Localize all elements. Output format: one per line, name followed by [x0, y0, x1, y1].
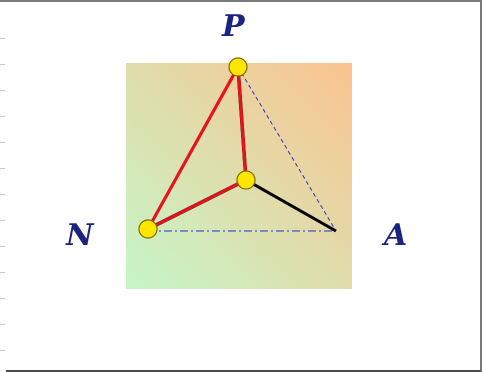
dashed-edge-top-right	[237, 66, 337, 232]
node-left[interactable]	[138, 219, 158, 239]
left-ruler	[0, 4, 6, 372]
node-top[interactable]	[228, 57, 248, 77]
label-left-vertex: N	[66, 218, 94, 253]
label-right-vertex: A	[384, 218, 408, 253]
label-top-vertex: P	[222, 9, 245, 44]
red-path	[146, 65, 248, 231]
node-center[interactable]	[236, 170, 256, 190]
black-edge-center-right	[245, 178, 337, 233]
